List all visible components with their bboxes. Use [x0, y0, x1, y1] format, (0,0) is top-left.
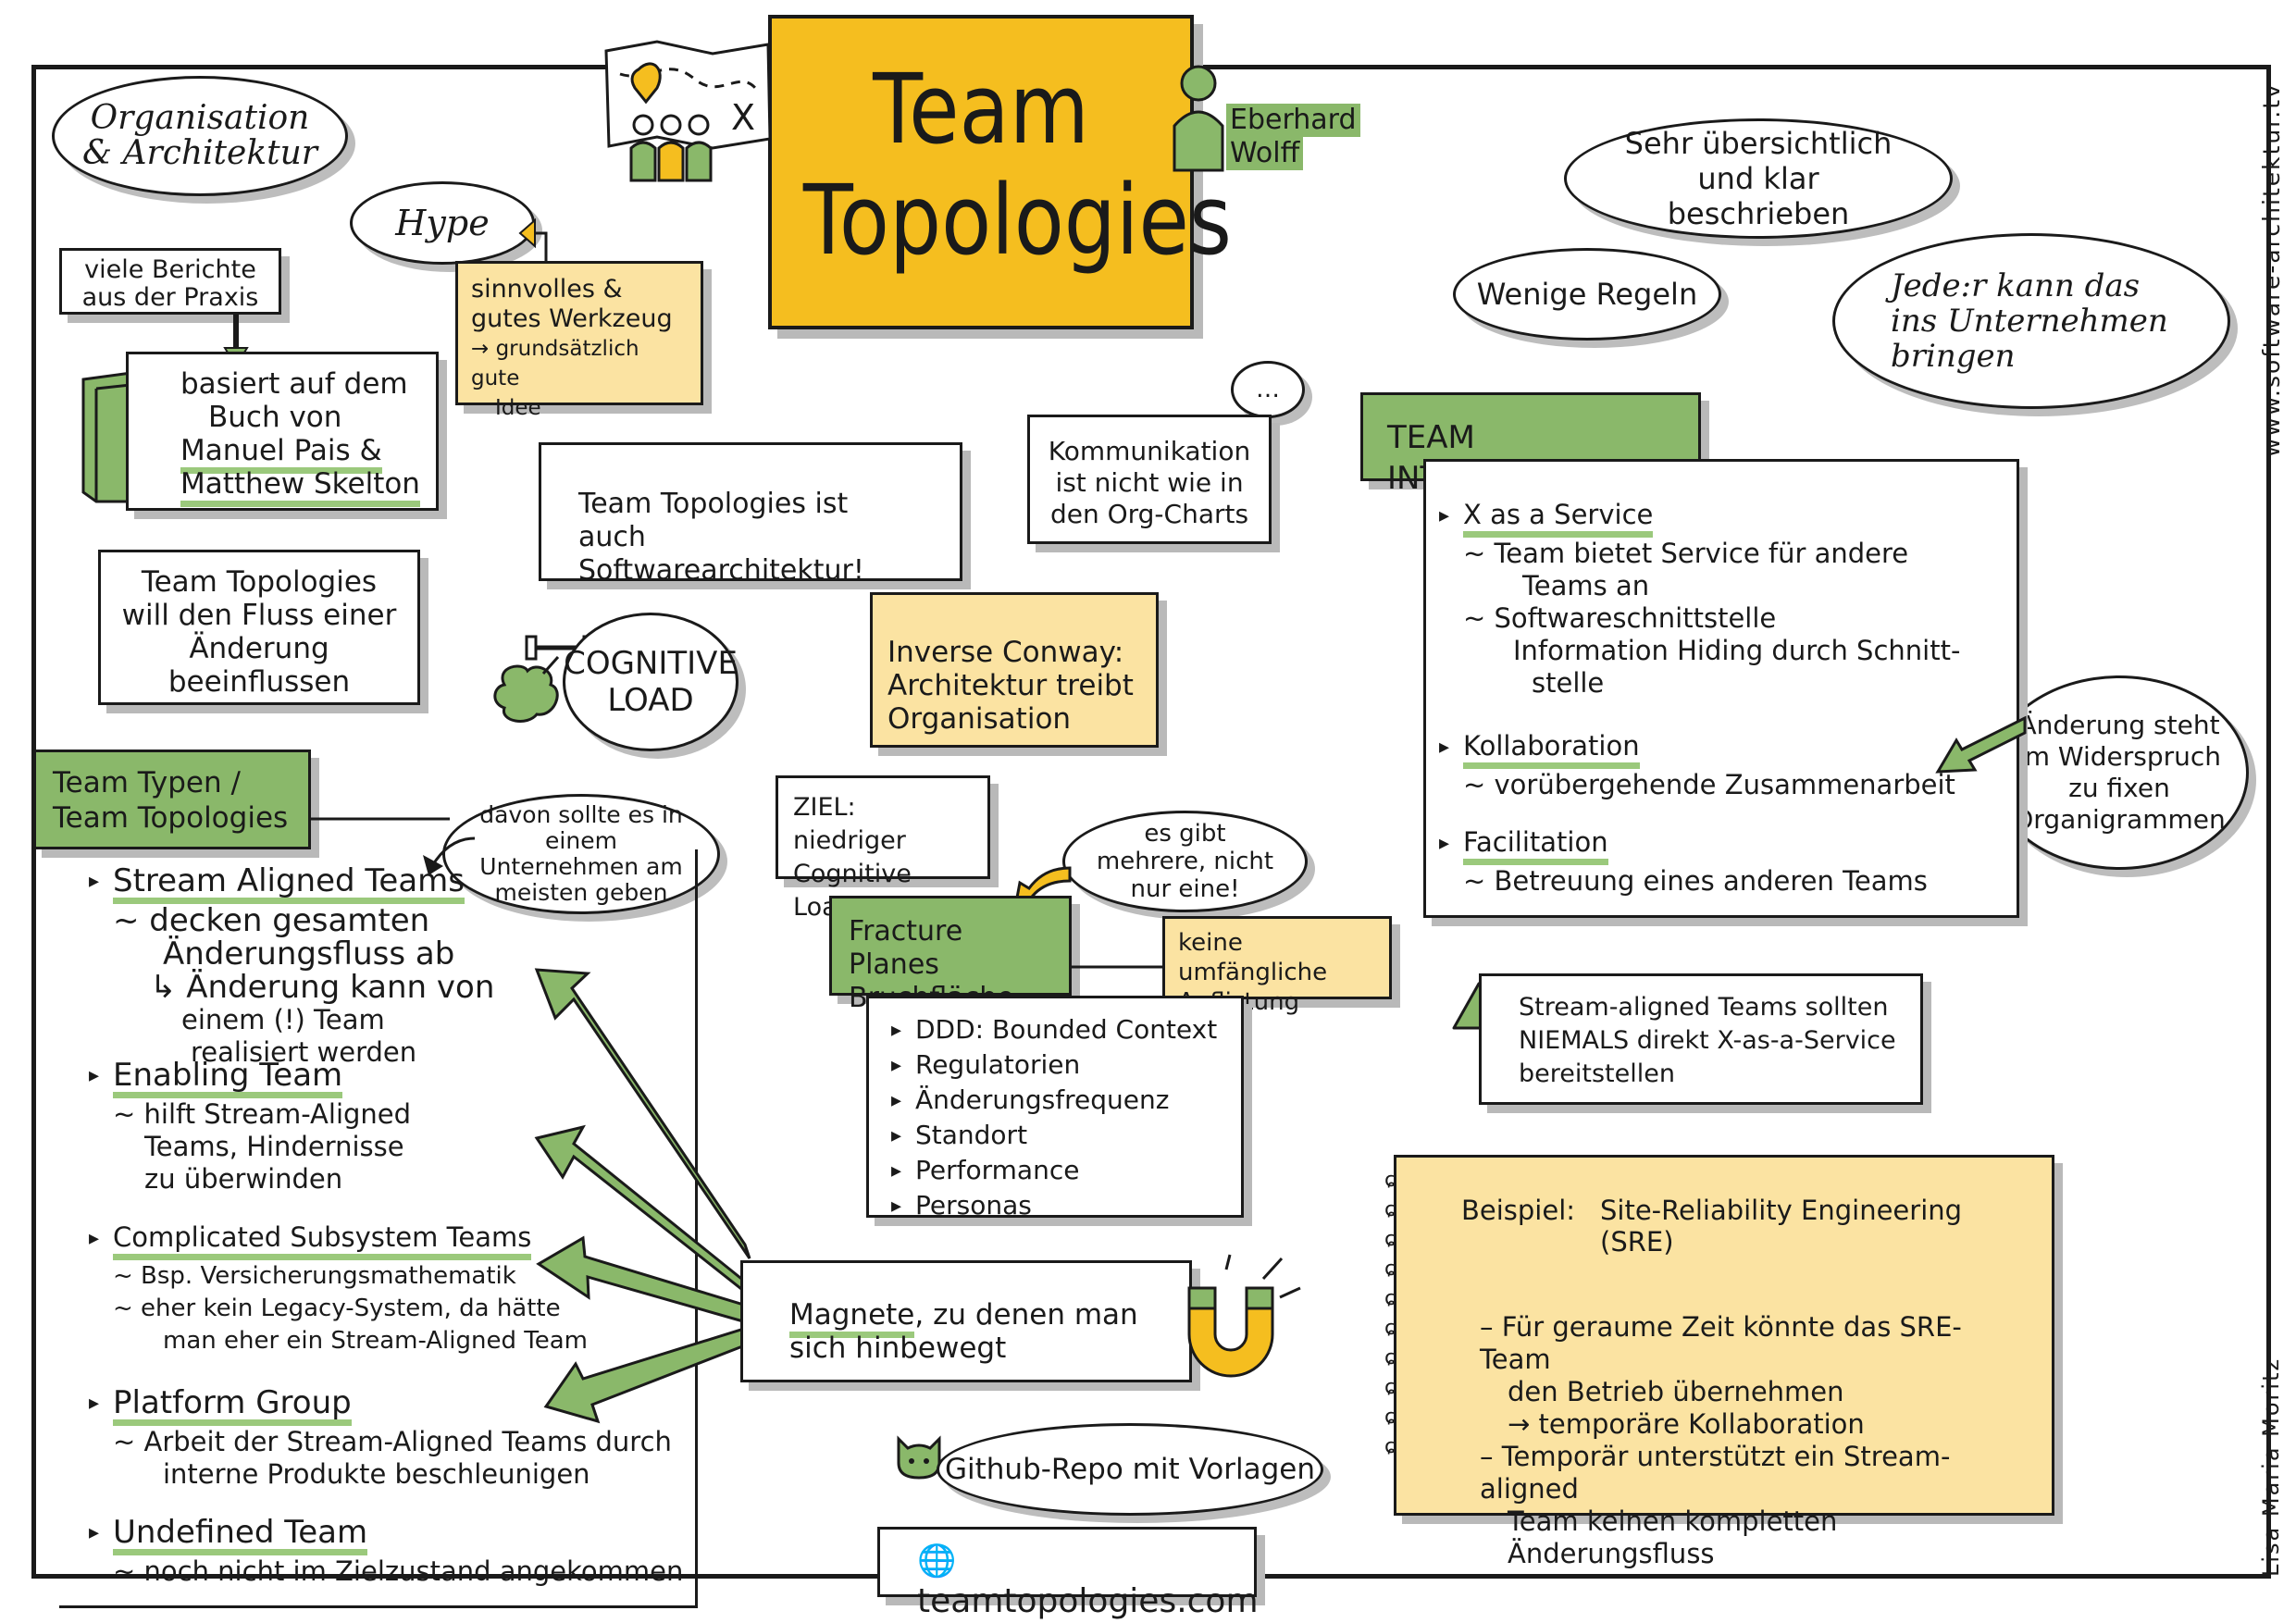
fracture-item: ▸Regulatorien [891, 1049, 1081, 1080]
note-sinnvolles: sinnvolles & gutes Werkzeug → grundsätzl… [455, 261, 703, 420]
note-fluss: Team Topologies will den Fluss einer Änd… [98, 550, 420, 705]
fracture-item: ▸Personas [891, 1190, 1032, 1220]
team-type-item: ▸Undefined Team ~ noch nicht im Zielzust… [89, 1514, 684, 1587]
fracture-item: ▸Performance [891, 1155, 1080, 1185]
map-team-icon: X [604, 40, 772, 182]
cloud-wenige-regeln: Wenige Regeln [1453, 248, 1721, 341]
arrow-widerspruch [1935, 715, 2027, 774]
note-conway: Inverse Conway: Architektur treibt Organ… [870, 592, 1159, 748]
note-keine: keine umfängliche Auflistung [1162, 916, 1392, 1016]
title-panel: Team Topologies [768, 15, 1232, 329]
title-line1: Team [873, 53, 1089, 166]
svg-text:X: X [731, 97, 755, 138]
arrow-davon-sollte [423, 836, 476, 875]
cloud-github: Github-Repo mit Vorlagen [937, 1423, 1323, 1516]
note-tt-arch: Team Topologies ist auch Softwarearchite… [539, 442, 962, 587]
cloud-es-gibt-mehrere: es gibt mehrere, nicht nur eine! [1062, 811, 1308, 912]
cloud-aenderung-widerspruch: Änderung steht im Widerspruch zu fixen O… [1990, 675, 2249, 870]
speech-bubble-icon: … [1231, 361, 1305, 418]
title-line2: Topologies [802, 164, 1232, 277]
team-type-item: ▸Platform Group ~ Arbeit der Stream-Alig… [89, 1384, 672, 1490]
github-cat-icon [897, 1435, 941, 1480]
fracture-item: ▸Änderungsfrequenz [891, 1084, 1170, 1115]
url-box[interactable]: 🌐teamtopologies.com [877, 1527, 1259, 1620]
note-basiert: basiert auf dem Buch von Manuel Pais & M… [126, 352, 439, 511]
team-types: ▸Stream Aligned Teams ~ decken gesamten … [89, 864, 700, 1588]
cloud-hype: Hype [350, 181, 535, 265]
speaker-name: Eberhard Wolff [1226, 104, 1360, 170]
beispiel-sre: Beispiel: Site-Reliability Engineering (… [1394, 1155, 2054, 1569]
magnet-icon [1187, 1254, 1301, 1378]
fracture-item: ▸DDD: Bounded Context [891, 1014, 1218, 1045]
site-credit: www.software-architektur.tv [2258, 82, 2285, 458]
cloud-org-arch: Organisation & Architektur [52, 76, 348, 196]
note-warn: Stream-aligned Teams sollten NIEMALS dir… [1479, 973, 1923, 1105]
team-typen-header: Team Typen / Team Topologies [33, 750, 311, 849]
globe-icon: 🌐 [917, 1542, 957, 1580]
interaktion-item: ▸Kollaboration ~ vorübergehende Zusammen… [1439, 730, 1955, 800]
cloud-jede-r: Jede:r kann das ins Unternehmen bringen [1832, 233, 2230, 409]
cloud-cognitive-load: COGNITIVE LOAD [563, 613, 738, 751]
interaktionen-list: ▸X as a Service ~ Team bietet Service fü… [1423, 459, 2019, 918]
note-viele-berichte: viele Berichte aus der Praxis [59, 248, 281, 315]
magnet-arrows [534, 968, 753, 1424]
note-magnete: Magnete, zu denen man sich hinbewegt [740, 1260, 1192, 1382]
arrow-hype [518, 217, 548, 263]
interaktion-item: ▸Facilitation ~ Betreuung eines anderen … [1439, 826, 1928, 897]
fracture-list: ▸DDD: Bounded Context ▸Regulatorien ▸Änd… [866, 996, 1244, 1220]
interaktion-item: ▸X as a Service ~ Team bietet Service fü… [1439, 499, 1961, 699]
team-type-item: ▸Enabling Team ~ hilft Stream-Aligned Te… [89, 1057, 412, 1195]
team-type-item: ▸Complicated Subsystem Teams ~ Bsp. Vers… [89, 1221, 588, 1355]
cloud-uebersichtlich: Sehr übersichtlich und klar beschrieben [1564, 118, 1953, 239]
team-typen-list [59, 849, 698, 1608]
note-kommunikation: Kommunikation ist nicht wie in den Org-C… [1027, 415, 1272, 544]
fracture-item: ▸Standort [891, 1120, 1028, 1150]
team-type-item: ▸Stream Aligned Teams ~ decken gesamten … [89, 862, 495, 1068]
connector-team-typen [311, 817, 450, 821]
artist-credit: Lisa Maria Moritz [2258, 1357, 2284, 1577]
speaker-icon [1173, 65, 1224, 172]
connector-fracture [1072, 965, 1164, 969]
note-ziel: ZIEL: niedriger Cognitive Load [776, 775, 990, 922]
cloud-davon-sollte: davon sollte es in einem Unternehmen am … [442, 794, 720, 914]
fracture-header: Fracture Planes Bruchfläche [829, 896, 1072, 1014]
